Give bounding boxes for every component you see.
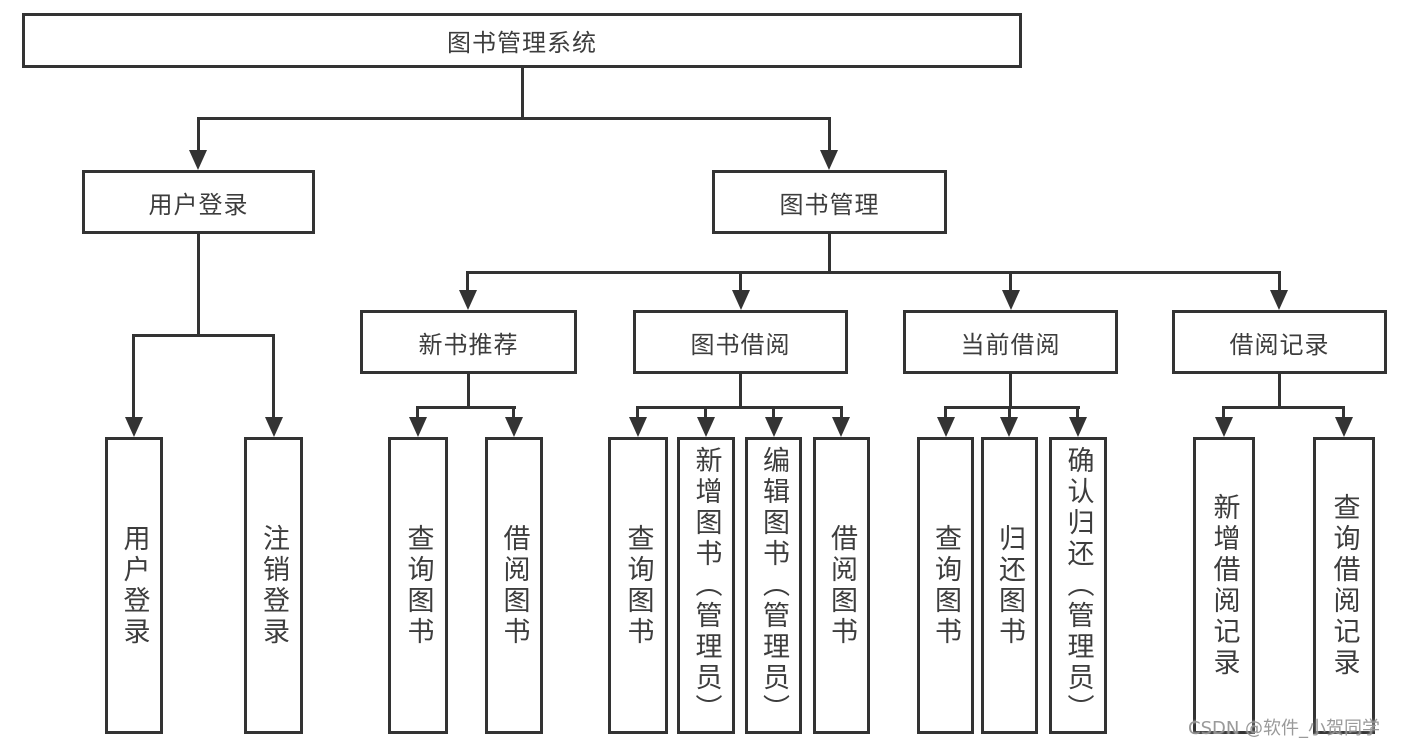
connector-line xyxy=(1278,374,1281,409)
leaf-borrow-books-recommend-label: 借阅图书 xyxy=(498,523,530,648)
leaf-borrow-books-label: 借阅图书 xyxy=(826,523,857,648)
node-current-borrow-label: 当前借阅 xyxy=(960,330,1061,359)
connector-line xyxy=(467,374,470,409)
arrow-down-icon xyxy=(409,417,427,437)
leaf-query-borrow-record: 查询借阅记录 xyxy=(1313,437,1375,734)
connector-line xyxy=(772,406,775,419)
connector-line xyxy=(1009,271,1012,293)
arrow-down-icon xyxy=(1002,290,1020,310)
connector-line xyxy=(828,234,831,274)
arrow-down-icon xyxy=(765,417,783,437)
node-new-book-recommend-label: 新书推荐 xyxy=(418,330,519,359)
leaf-borrow-books-recommend: 借阅图书 xyxy=(485,437,543,734)
connector-line xyxy=(466,271,469,293)
connector-line xyxy=(512,406,515,419)
connector-line xyxy=(132,334,275,337)
connector-line xyxy=(704,406,707,419)
node-user-login-label: 用户登录 xyxy=(148,190,249,219)
leaf-return-books: 归还图书 xyxy=(981,437,1038,734)
arrow-down-icon xyxy=(1000,417,1018,437)
connector-line xyxy=(1008,406,1011,419)
leaf-query-borrow-record-label: 查询借阅记录 xyxy=(1328,492,1360,679)
leaf-add-borrow-record-label: 新增借阅记录 xyxy=(1208,492,1240,679)
leaf-query-books-borrow-label: 查询图书 xyxy=(622,523,654,648)
connector-line xyxy=(132,334,135,420)
connector-line xyxy=(1222,406,1225,419)
arrow-down-icon xyxy=(125,417,143,437)
leaf-add-borrow-record: 新增借阅记录 xyxy=(1193,437,1255,734)
arrow-down-icon xyxy=(1215,417,1233,437)
arrow-down-icon xyxy=(820,150,838,170)
node-borrow-records-label: 借阅记录 xyxy=(1229,330,1330,359)
leaf-edit-book-admin-label: 编辑图书（管理员） xyxy=(758,446,789,725)
leaf-logout-login-label: 注销登录 xyxy=(258,523,289,648)
node-root: 图书管理系统 xyxy=(22,13,1022,68)
node-book-management-label: 图书管理 xyxy=(779,190,880,219)
leaf-query-books-current-label: 查询图书 xyxy=(930,523,961,648)
connector-line xyxy=(197,117,200,153)
connector-line xyxy=(944,406,1080,409)
connector-line xyxy=(1076,406,1079,419)
arrow-down-icon xyxy=(732,290,750,310)
leaf-query-books-recommend-label: 查询图书 xyxy=(402,523,434,648)
connector-line xyxy=(1222,406,1345,409)
node-current-borrow: 当前借阅 xyxy=(903,310,1118,374)
node-root-label: 图书管理系统 xyxy=(447,29,597,57)
node-book-borrow: 图书借阅 xyxy=(633,310,848,374)
connector-line xyxy=(272,334,275,420)
leaf-query-books-current: 查询图书 xyxy=(917,437,974,734)
arrow-down-icon xyxy=(459,290,477,310)
arrow-down-icon xyxy=(1270,290,1288,310)
leaf-confirm-return-admin: 确认归还（管理员） xyxy=(1049,437,1107,734)
node-book-management: 图书管理 xyxy=(712,170,947,234)
connector-line xyxy=(739,374,742,409)
arrow-down-icon xyxy=(1335,417,1353,437)
connector-line xyxy=(466,271,1281,274)
csdn-watermark: CSDN @软件_小贺同学 xyxy=(1188,718,1381,739)
connector-line xyxy=(828,117,831,153)
arrow-down-icon xyxy=(937,417,955,437)
arrow-down-icon xyxy=(697,417,715,437)
arrow-down-icon xyxy=(832,417,850,437)
connector-line xyxy=(197,117,831,120)
connector-line xyxy=(840,406,843,419)
arrow-down-icon xyxy=(265,417,283,437)
connector-line xyxy=(739,271,742,293)
connector-line xyxy=(1278,271,1281,293)
connector-line xyxy=(1009,374,1012,409)
arrow-down-icon xyxy=(629,417,647,437)
leaf-logout-login: 注销登录 xyxy=(244,437,303,734)
connector-line xyxy=(944,406,947,419)
leaf-user-login-label: 用户登录 xyxy=(118,523,150,648)
leaf-user-login: 用户登录 xyxy=(105,437,163,734)
node-user-login: 用户登录 xyxy=(82,170,315,234)
leaf-confirm-return-admin-label: 确认归还（管理员） xyxy=(1062,446,1094,725)
connector-line xyxy=(1342,406,1345,419)
leaf-add-book-admin: 新增图书（管理员） xyxy=(677,437,735,734)
connector-line xyxy=(416,406,419,419)
connector-line xyxy=(416,406,516,409)
node-borrow-records: 借阅记录 xyxy=(1172,310,1387,374)
node-new-book-recommend: 新书推荐 xyxy=(360,310,577,374)
connector-line xyxy=(521,68,524,117)
connector-line xyxy=(636,406,843,409)
connector-line xyxy=(636,406,639,419)
leaf-query-books-borrow: 查询图书 xyxy=(608,437,668,734)
leaf-query-books-recommend: 查询图书 xyxy=(388,437,448,734)
leaf-return-books-label: 归还图书 xyxy=(994,523,1025,648)
arrow-down-icon xyxy=(189,150,207,170)
arrow-down-icon xyxy=(505,417,523,437)
arrow-down-icon xyxy=(1069,417,1087,437)
node-book-borrow-label: 图书借阅 xyxy=(690,330,791,359)
leaf-borrow-books: 借阅图书 xyxy=(813,437,870,734)
leaf-edit-book-admin: 编辑图书（管理员） xyxy=(745,437,802,734)
leaf-add-book-admin-label: 新增图书（管理员） xyxy=(690,446,722,725)
connector-line xyxy=(197,234,200,337)
